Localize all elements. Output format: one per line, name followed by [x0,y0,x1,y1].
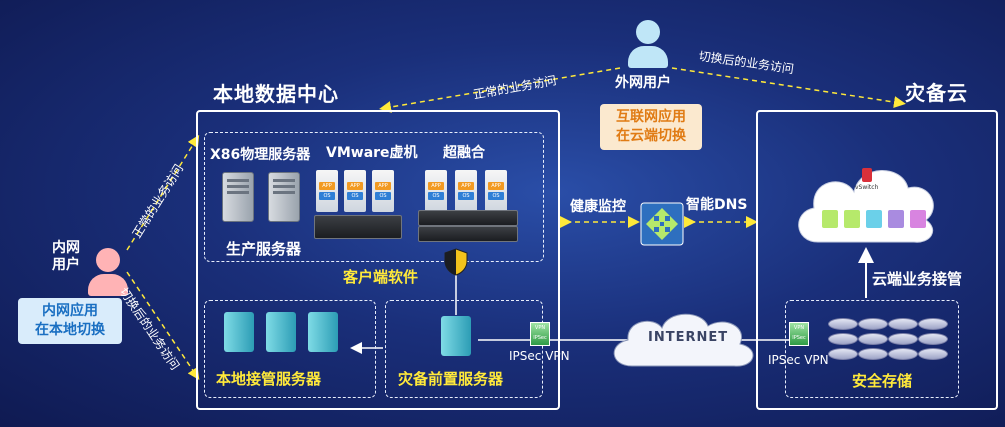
ipsec-local-label: IPSec VPN [509,349,570,363]
arrow-switched-left [126,271,200,380]
ipsec-cloud-label: IPSec VPN [768,353,829,367]
cloud-platform-icon [790,150,940,254]
local-dc-frame [196,110,560,410]
vmware-host-icon [314,215,402,239]
x86-server-icon [222,172,254,222]
local-switch-note: 内网应用 在本地切换 [18,298,122,344]
dr-front-label: 灾备前置服务器 [398,370,504,388]
hci-label: 超融合 [443,145,485,161]
x86-server-icon [268,172,300,222]
shield-icon [444,248,468,280]
cloud-vm-group [822,210,926,228]
internal-user-label: 内网 用户 [52,240,80,273]
server-icon [308,312,338,352]
internal-user-icon [88,248,128,296]
x86-label: X86物理服务器 [210,147,311,163]
storage-zone [785,300,959,398]
local-takeover-servers [224,312,338,352]
arrow-switched-top [671,67,906,109]
internet-cloud-icon [602,306,762,380]
health-monitor-label: 健康监控 [570,199,626,215]
dr-cloud-title: 灾备云 [905,81,968,105]
vm-icon [866,210,882,228]
smart-dns-label: 智能DNS [686,197,748,213]
prod-servers-label: 生产服务器 [226,240,302,258]
cloud-takeover-label: 云端业务接管 [872,270,963,288]
vm-icon [822,210,838,228]
cloud-switch-note: 互联网应用 在云端切换 [600,104,702,150]
secure-storage-label: 安全存储 [852,372,913,390]
external-user-label: 外网用户 [615,75,671,91]
server-icon [224,312,254,352]
vswitch-label: vSwitch [855,184,879,191]
secure-storage-icon [828,318,948,360]
external-user-icon [628,20,668,68]
vm-icon [888,210,904,228]
hci-host-icon [418,210,518,226]
arrow-normal-left [126,134,200,251]
internet-label: INTERNET [648,330,729,345]
dr-cloud-frame [756,110,998,410]
front-zone [385,300,543,398]
local-takeover-label: 本地接管服务器 [216,370,322,388]
server-icon [266,312,296,352]
vmware-label: VMware虚机 [326,145,418,161]
arrow-normal-top [379,67,621,113]
vm-icon [910,210,926,228]
client-software-label: 客户端软件 [343,268,419,286]
hci-host-icon [418,226,518,242]
takeover-zone [204,300,376,398]
network-switch-icon [640,202,684,250]
vm-icon [844,210,860,228]
local-dc-title: 本地数据中心 [213,82,339,106]
production-zone [204,132,544,262]
vswitch-icon [862,168,872,182]
dr-front-server-icon [441,316,471,356]
